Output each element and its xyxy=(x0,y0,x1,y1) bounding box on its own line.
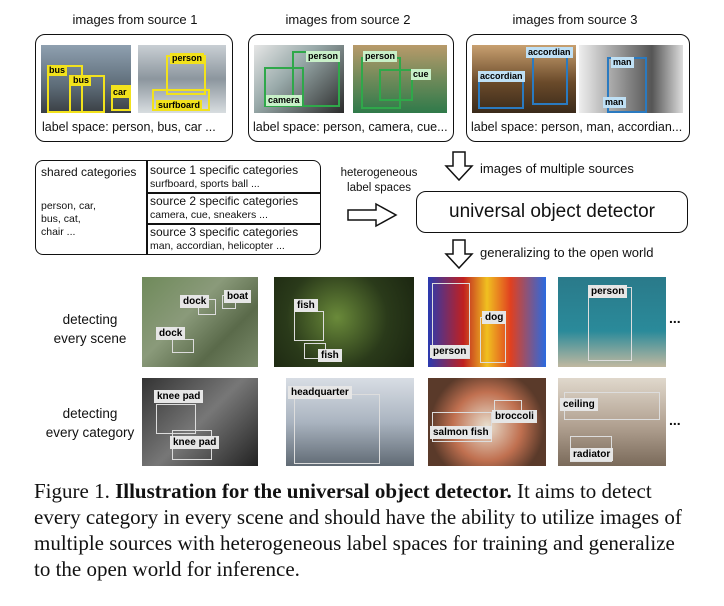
aerial-photo: dock boat dock xyxy=(142,277,258,367)
room-photo: ceiling radiator xyxy=(558,378,666,466)
bbox-label: bus xyxy=(47,65,68,76)
figure-caption: Figure 1. Illustration for the universal… xyxy=(34,479,682,581)
shared-category-item: person, car, xyxy=(41,200,96,212)
source-2-specific-items: camera, cue, sneakers ... xyxy=(150,209,268,221)
bbox-label: person xyxy=(363,51,398,62)
bbox-label: dock xyxy=(180,295,210,308)
bbox-label: person xyxy=(306,51,341,62)
row-label-scene: detecting every scene xyxy=(53,312,127,346)
more-ellipsis: ... xyxy=(669,310,681,326)
bbox-label: boat xyxy=(224,290,252,303)
source-2-panel: person camera person cue label space: pe… xyxy=(248,34,454,142)
bbox-label: camera xyxy=(266,95,302,106)
source-3-label-space: label space: person, man, accordian... xyxy=(471,120,683,134)
bbox-label: dog xyxy=(482,311,507,324)
source-3-specific-items: man, accordian, helicopter ... xyxy=(150,240,285,252)
man-photo: man man xyxy=(579,45,683,113)
camera-photo: person camera xyxy=(254,45,344,113)
bbox-label: person xyxy=(430,345,470,358)
open-world-label: generalizing to the open world xyxy=(480,245,654,260)
bbox-label: dock xyxy=(156,327,186,340)
down-arrow-icon xyxy=(444,151,474,182)
bbox-label: person xyxy=(170,53,205,64)
bus-photo: bus bus car xyxy=(41,45,131,113)
row-label-category: detecting every category xyxy=(45,406,135,440)
bbox-label: accordian xyxy=(526,47,573,58)
down-arrow-icon xyxy=(444,239,474,270)
shared-category-item: chair ... xyxy=(41,226,76,238)
bbox-label: bus xyxy=(71,75,92,86)
source-1-label-space: label space: person, bus, car ... xyxy=(42,120,216,134)
source-2-label-space: label space: person, camera, cue... xyxy=(253,120,448,134)
accordion-photo: accordian accordian xyxy=(472,45,576,113)
bbox-label: ceiling xyxy=(560,398,598,411)
bbox-label: man xyxy=(603,97,626,108)
bbox-label: knee pad xyxy=(170,436,220,449)
bbox-label: knee pad xyxy=(154,390,204,403)
categories-table: shared categories person, car, bus, cat,… xyxy=(35,160,321,255)
skater-photo: knee pad knee pad xyxy=(142,378,258,466)
source-2-specific-title: source 2 specific categories xyxy=(150,194,299,208)
food-photo: broccoli salmon fish xyxy=(428,378,546,466)
bbox-label: surfboard xyxy=(156,100,203,111)
bbox-label: person xyxy=(588,285,628,298)
building-photo: headquarter xyxy=(286,378,414,466)
bbox-label: fish xyxy=(318,349,342,362)
source-2-title: images from source 2 xyxy=(285,12,411,27)
more-ellipsis: ... xyxy=(669,412,681,428)
bbox-label: headquarter xyxy=(288,386,352,399)
underwater-photo: fish fish xyxy=(274,277,414,367)
bbox-label: salmon fish xyxy=(430,426,492,439)
bbox-label: fish xyxy=(294,299,318,312)
bbox-label: cue xyxy=(411,69,431,80)
source-3-title: images from source 3 xyxy=(512,12,638,27)
source-1-specific-items: surfboard, sports ball ... xyxy=(150,178,260,190)
bbox-label: accordian xyxy=(478,71,525,82)
shared-categories-title: shared categories xyxy=(41,165,137,179)
right-arrow-icon xyxy=(347,202,398,228)
source-3-specific-title: source 3 specific categories xyxy=(150,225,299,239)
multi-sources-label: images of multiple sources xyxy=(480,161,634,176)
heterogeneous-label: heterogeneous label spaces xyxy=(340,167,418,194)
source-1-panel: bus bus car person surfboard label space… xyxy=(35,34,233,142)
bbox-label: broccoli xyxy=(492,410,537,423)
source-1-title: images from source 1 xyxy=(72,12,198,27)
surf-photo: person surfboard xyxy=(138,45,226,113)
source-3-panel: accordian accordian man man label space:… xyxy=(466,34,690,142)
universal-detector-box: universal object detector xyxy=(416,191,688,233)
source-1-specific-title: source 1 specific categories xyxy=(150,163,299,177)
bbox-label: man xyxy=(611,57,634,68)
billiards-photo: person cue xyxy=(353,45,447,113)
shared-category-item: bus, cat, xyxy=(41,213,81,225)
cartoon-photo: person xyxy=(558,277,666,367)
bbox-label: radiator xyxy=(570,448,614,461)
thermal-photo: dog person xyxy=(428,277,546,367)
bbox-label: car xyxy=(111,87,129,98)
